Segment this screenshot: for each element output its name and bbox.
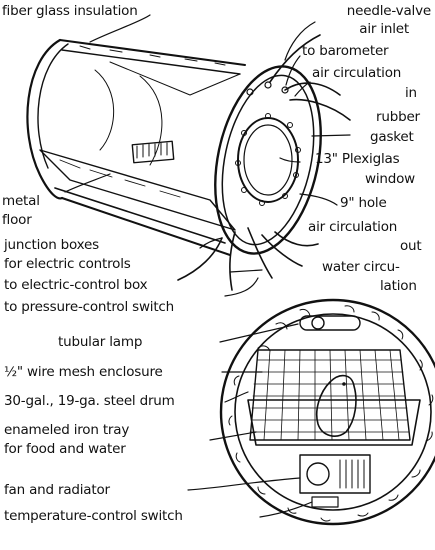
cross-section-leader-lines [187, 323, 313, 518]
label-wire-mesh-enclosure: ½" wire mesh enclosure [4, 364, 163, 380]
label-air-circulation-in-1: air circulation [312, 65, 402, 81]
window-bolts [235, 113, 301, 206]
label-water-circulation-2: lation [380, 278, 417, 294]
label-needle-valve-2: air inlet [359, 21, 409, 37]
label-air-circulation-out-1: air circulation [308, 219, 398, 235]
label-temperature-control-switch: temperature-control switch [4, 508, 183, 524]
wire-mesh [249, 349, 411, 441]
label-steel-drum: 30-gal., 19-ga. steel drum [4, 393, 175, 409]
cross-section [219, 298, 435, 526]
label-plexiglas-window-2: window [365, 171, 416, 187]
label-nine-inch-hole: 9" hole [340, 195, 387, 211]
label-air-circulation-out-2: out [400, 238, 422, 254]
label-plexiglas-window-1: 13" Plexiglas [315, 151, 400, 167]
label-to-pressure-control-switch: to pressure-control switch [4, 299, 175, 315]
label-junction-boxes-1: junction boxes [4, 237, 99, 253]
label-rubber-gasket-2: gasket [370, 129, 414, 145]
label-air-circulation-in-2: in [405, 85, 417, 101]
chamber-leader-lines [64, 14, 351, 297]
label-needle-valve-1: needle-valve [346, 3, 431, 19]
label-enameled-tray-1: enameled iron tray [4, 422, 130, 438]
label-rubber-gasket-1: rubber [376, 109, 420, 125]
label-to-electric-control-box: to electric-control box [4, 277, 148, 293]
rat-figure [315, 374, 357, 437]
chamber-cylinder [26, 34, 351, 291]
label-metal-floor-2: floor [2, 212, 32, 228]
insulation-texture [228, 305, 434, 522]
label-fan-and-radiator: fan and radiator [4, 482, 110, 498]
label-metal-floor-1: metal [2, 193, 40, 209]
label-junction-boxes-2: for electric controls [4, 256, 131, 272]
label-tubular-lamp: tubular lamp [58, 334, 143, 350]
label-to-barometer: to barometer [302, 43, 389, 59]
label-enameled-tray-2: for food and water [4, 441, 126, 457]
label-fiber-glass-insulation: fiber glass insulation [2, 3, 138, 19]
label-water-circulation-1: water circu- [322, 259, 400, 275]
